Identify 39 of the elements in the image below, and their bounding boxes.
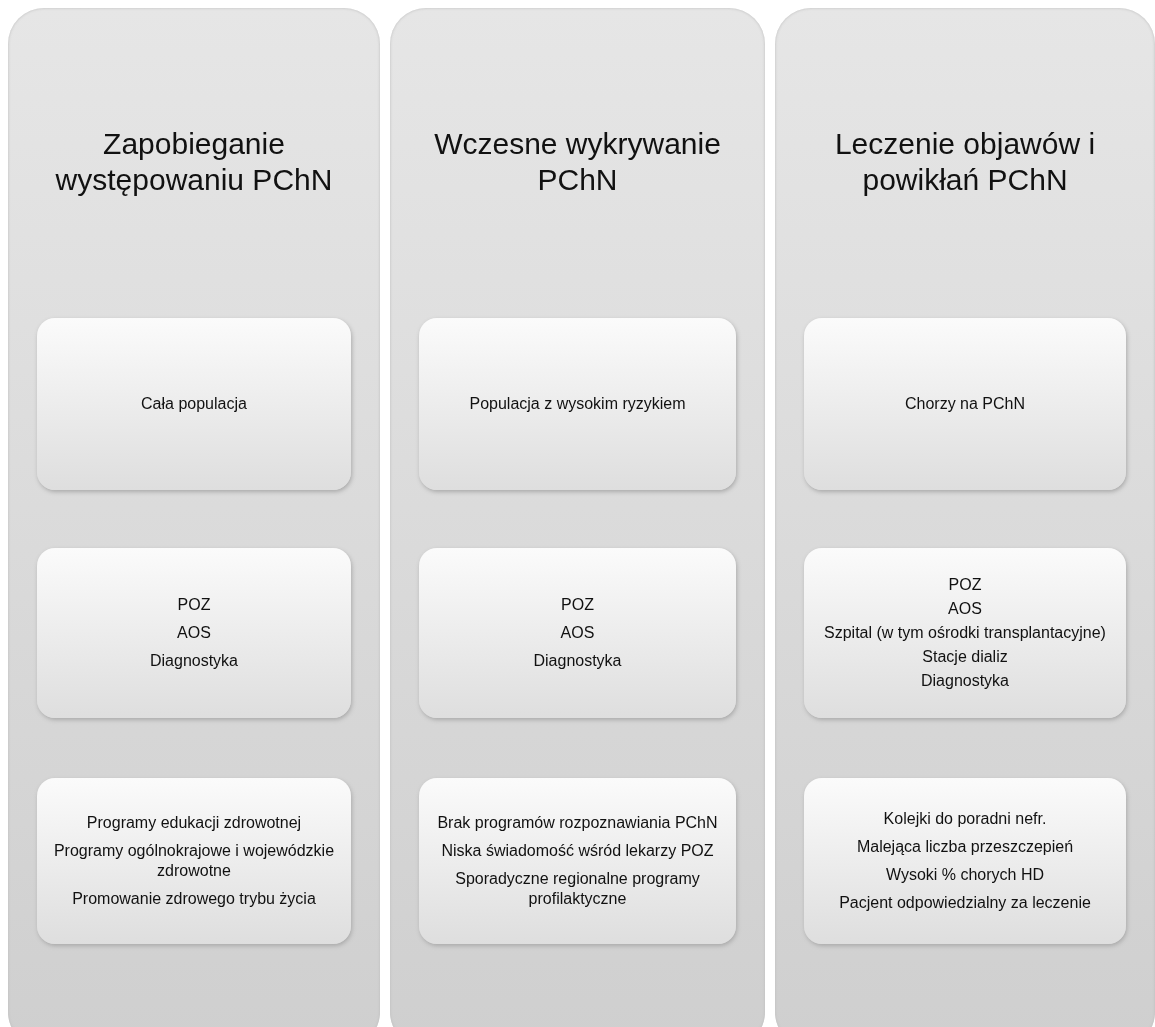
box-text: Cała populacja bbox=[141, 394, 247, 414]
box-text: Promowanie zdrowego trybu życia bbox=[72, 889, 316, 909]
content-box bbox=[37, 778, 351, 944]
box-text: Diagnostyka bbox=[920, 671, 1009, 691]
box-text: AOS bbox=[560, 623, 595, 643]
box-text: Brak programów rozpoznawiania PChN bbox=[437, 813, 718, 833]
column-heading: Wczesne wykrywanie PChN bbox=[433, 126, 722, 198]
column-heading: Leczenie objawów i powikłań PChN bbox=[833, 126, 1097, 198]
box-text: Wysoki % chorych HD bbox=[885, 865, 1045, 885]
content-box bbox=[419, 778, 736, 944]
content-box bbox=[419, 548, 736, 718]
box-text: Programy ogólnokrajowe i wojewódzkie zdrowotne bbox=[52, 841, 336, 881]
box-text: Populacja z wysokim ryzykiem bbox=[469, 394, 686, 414]
column-panel bbox=[8, 8, 380, 1027]
box-text: Kolejki do poradni nefr. bbox=[883, 809, 1047, 829]
content-box bbox=[37, 548, 351, 718]
box-text: POZ bbox=[177, 595, 211, 615]
box-text: Niska świadomość wśród lekarzy POZ bbox=[441, 841, 714, 861]
column-panel bbox=[775, 8, 1155, 1027]
content-box bbox=[804, 778, 1126, 944]
box-text: Malejąca liczba przeszczepień bbox=[856, 837, 1074, 857]
content-box bbox=[804, 318, 1126, 490]
box-text: POZ bbox=[948, 575, 982, 595]
box-text: AOS bbox=[948, 599, 982, 619]
box-text: Chorzy na PChN bbox=[904, 394, 1025, 414]
column-heading: Zapobieganie występowaniu PChN bbox=[54, 126, 334, 198]
box-text: Stacje dializ bbox=[922, 647, 1008, 667]
box-text: Diagnostyka bbox=[149, 651, 238, 671]
content-box bbox=[37, 318, 351, 490]
box-text: Szpital (w tym ośrodki transplantacyjne) bbox=[824, 623, 1106, 643]
column-panel bbox=[390, 8, 765, 1027]
box-text: Diagnostyka bbox=[533, 651, 622, 671]
box-text: POZ bbox=[561, 595, 594, 615]
box-text: Sporadyczne regionalne programy profilaktyczne bbox=[454, 869, 701, 909]
box-text: AOS bbox=[177, 623, 211, 643]
box-text: Pacjent odpowiedzialny za leczenie bbox=[839, 893, 1091, 913]
content-box bbox=[419, 318, 736, 490]
content-box bbox=[804, 548, 1126, 718]
box-text: Programy edukacji zdrowotnej bbox=[86, 813, 302, 833]
